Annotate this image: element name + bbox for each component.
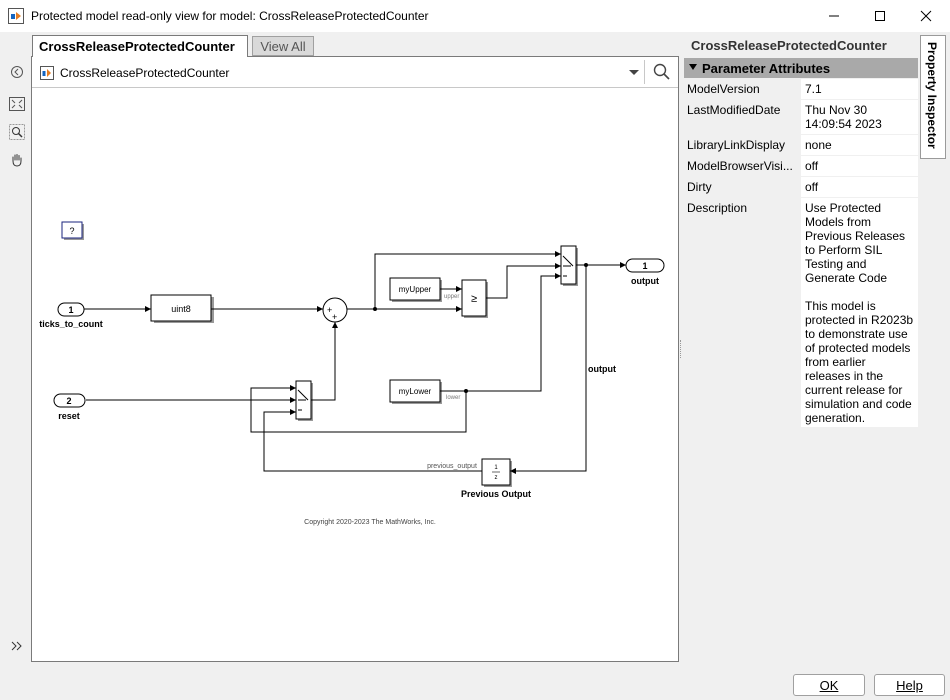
- signal-arrows: [145, 251, 626, 474]
- help-button[interactable]: Help: [874, 674, 945, 696]
- help-block[interactable]: ?: [61, 221, 84, 240]
- compare-block[interactable]: ≥: [461, 279, 488, 318]
- property-row: LastModifiedDate Thu Nov 30 14:09:54 202…: [684, 100, 918, 134]
- fit-view-button[interactable]: [7, 94, 27, 114]
- search-icon[interactable]: [652, 62, 672, 82]
- property-row: ModelVersion 7.1: [684, 79, 918, 99]
- close-icon: [920, 10, 932, 22]
- title-bar: Protected model read-only view for model…: [0, 0, 950, 32]
- svg-text:lower: lower: [446, 395, 460, 401]
- property-key: LibraryLinkDisplay: [684, 135, 799, 155]
- pan-hand-icon: [12, 154, 22, 167]
- ok-button[interactable]: OK: [793, 674, 865, 696]
- property-inspector-tab[interactable]: Property Inspector: [920, 35, 946, 159]
- svg-text:2: 2: [66, 396, 71, 406]
- inport-reset[interactable]: 2 reset: [53, 393, 86, 421]
- property-value[interactable]: off: [801, 156, 918, 176]
- svg-text:1: 1: [68, 305, 73, 315]
- model-canvas[interactable]: CrossReleaseProtectedCounter ? 1 ticks_t…: [31, 56, 679, 662]
- left-toolbar: [4, 58, 30, 663]
- reset-switch-block[interactable]: [295, 380, 313, 421]
- svg-text:1: 1: [494, 465, 498, 471]
- previous-output-signal-label: previous_output: [427, 463, 477, 470]
- tab-model[interactable]: CrossReleaseProtectedCounter: [32, 35, 248, 57]
- property-row: Dirty off: [684, 177, 918, 197]
- property-key: LastModifiedDate: [684, 100, 799, 134]
- expand-toolbar-button[interactable]: [7, 636, 27, 656]
- collapse-arrow-icon[interactable]: [689, 64, 697, 70]
- address-path[interactable]: CrossReleaseProtectedCounter: [60, 66, 230, 80]
- property-row: ModelBrowserVisi... off: [684, 156, 918, 176]
- signal-lines: [84, 253, 626, 472]
- block-diagram[interactable]: ? 1 ticks_to_count 2 reset 1 output: [32, 88, 678, 660]
- back-button[interactable]: [7, 62, 27, 82]
- myupper-block[interactable]: myUpper upper: [389, 277, 459, 302]
- chevron-down-icon[interactable]: [628, 66, 640, 78]
- property-key: ModelVersion: [684, 79, 799, 99]
- app-icon: [8, 8, 24, 24]
- svg-text:1: 1: [642, 261, 647, 271]
- tab-view-all[interactable]: View All: [252, 36, 314, 56]
- output-signal-label: output: [588, 364, 616, 374]
- copyright-text: Copyright 2020-2023 The MathWorks, Inc.: [304, 519, 436, 526]
- svg-text:z: z: [495, 475, 498, 481]
- svg-text:?: ?: [69, 226, 74, 236]
- parameter-attributes-header[interactable]: Parameter Attributes: [684, 58, 918, 78]
- property-value[interactable]: none: [801, 135, 918, 155]
- svg-text:myUpper: myUpper: [399, 285, 432, 294]
- property-value[interactable]: Thu Nov 30 14:09:54 2023: [801, 100, 918, 134]
- panel-splitter[interactable]: [680, 340, 683, 358]
- zoom-icon: [9, 124, 25, 140]
- property-value[interactable]: 7.1: [801, 79, 918, 99]
- svg-text:≥: ≥: [471, 293, 477, 305]
- uint8-convert-block[interactable]: uint8: [150, 294, 214, 323]
- svg-text:+: +: [327, 305, 332, 315]
- property-row: LibraryLinkDisplay none: [684, 135, 918, 155]
- maximize-icon: [875, 11, 885, 21]
- sum-block[interactable]: + +: [322, 297, 348, 323]
- maximize-button[interactable]: [857, 0, 903, 32]
- property-key: Description: [684, 198, 799, 427]
- address-bar: CrossReleaseProtectedCounter: [32, 57, 678, 88]
- expand-icon: [11, 641, 22, 651]
- back-icon: [11, 66, 23, 78]
- close-button[interactable]: [903, 0, 949, 32]
- svg-text:upper: upper: [444, 294, 459, 300]
- property-row: Description Use Protected Models from Pr…: [684, 198, 918, 427]
- property-panel-title: CrossReleaseProtectedCounter: [691, 38, 887, 53]
- svg-text:myLower: myLower: [399, 387, 432, 396]
- property-key: ModelBrowserVisi...: [684, 156, 799, 176]
- model-icon: [40, 66, 54, 80]
- output-switch-block[interactable]: [560, 245, 578, 286]
- outport-label: output: [631, 276, 659, 286]
- window-title: Protected model read-only view for model…: [31, 9, 429, 23]
- outport-output[interactable]: 1 output: [625, 258, 665, 286]
- property-inspector-tab-label: Property Inspector: [925, 42, 939, 149]
- minimize-icon: [829, 15, 839, 17]
- address-separator: [644, 60, 645, 84]
- inport-ticks[interactable]: 1 ticks_to_count: [39, 302, 103, 329]
- fit-view-icon: [9, 97, 25, 111]
- mylower-block[interactable]: myLower lower: [389, 379, 460, 404]
- property-key: Dirty: [684, 177, 799, 197]
- previous-output-delay[interactable]: 1 z Previous Output: [461, 458, 531, 499]
- delay-label: Previous Output: [461, 489, 531, 499]
- svg-text:+: +: [332, 312, 337, 322]
- svg-text:uint8: uint8: [171, 304, 191, 314]
- minimize-button[interactable]: [811, 0, 857, 32]
- property-value[interactable]: off: [801, 177, 918, 197]
- zoom-button[interactable]: [7, 122, 27, 142]
- pan-button[interactable]: [7, 150, 27, 170]
- inport-reset-label: reset: [58, 411, 80, 421]
- inport-ticks-label: ticks_to_count: [39, 319, 103, 329]
- property-value[interactable]: Use Protected Models from Previous Relea…: [801, 198, 918, 427]
